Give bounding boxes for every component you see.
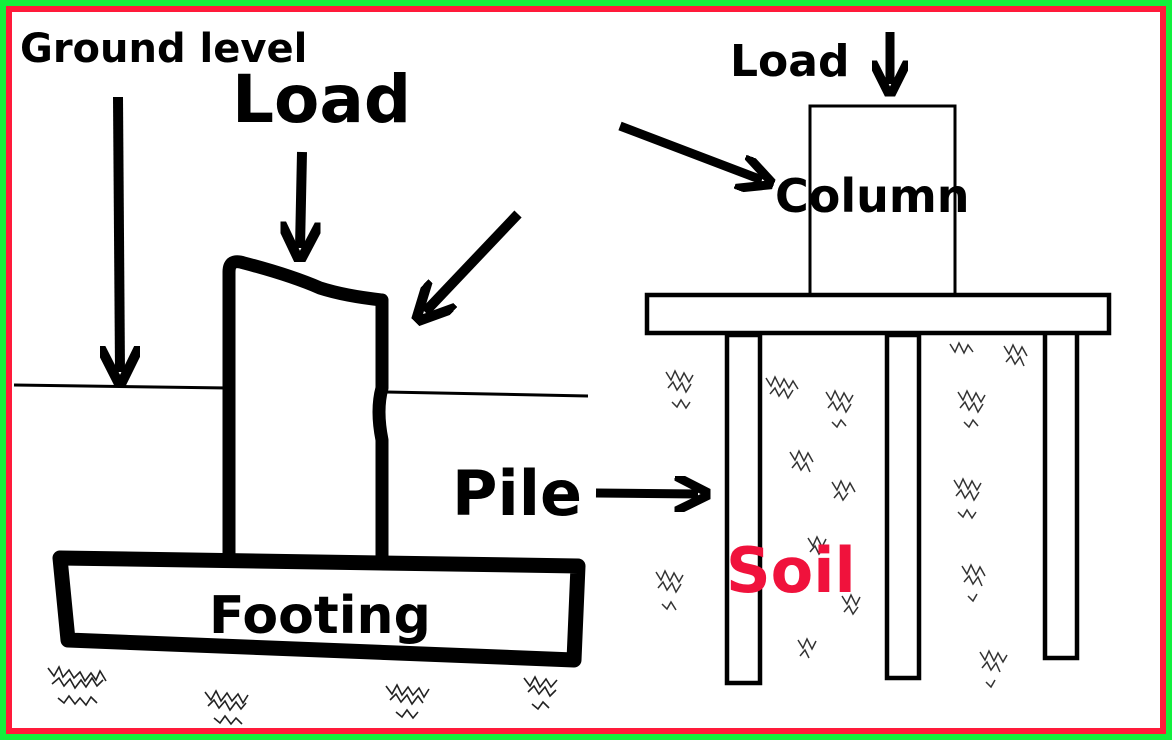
pile-3 [1042,322,1080,661]
load-label-right: Load [730,36,849,87]
pile-1 [724,332,763,686]
shallow-foundation [13,96,589,726]
left-column [222,255,389,572]
ground-level-arrow [118,96,120,372]
load-arrow-left [300,151,302,248]
soil-texture-left [47,665,558,726]
footing-label: Footing [209,586,431,646]
pile-2 [884,332,922,681]
pile-label: Pile [452,457,582,530]
footing-slab [52,550,586,668]
pile-cap [644,292,1112,336]
column-pointer-arrow [425,210,522,312]
pile-foundation [595,32,1112,689]
ground-level-line [13,383,589,398]
pile-arrow [595,493,698,494]
right-column [808,104,957,298]
column-arrow [618,121,762,180]
load-label-left: Load [232,61,411,138]
soil-texture-right [655,341,1028,689]
ground-level-label: Ground level [20,26,307,72]
soil-label: Soil [726,534,856,607]
column-label: Column [775,169,970,223]
